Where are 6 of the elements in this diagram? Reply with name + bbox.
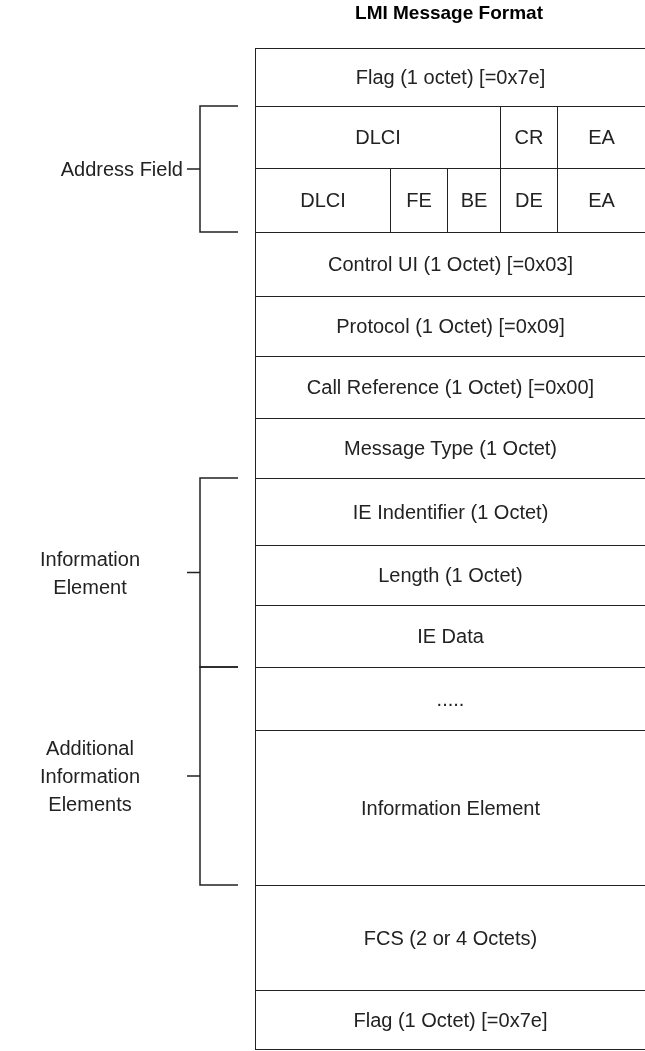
bracket-label: Additional Information Elements bbox=[38, 736, 142, 817]
bracket-label: Information Element bbox=[38, 546, 142, 600]
diagram-title: LMI Message Format bbox=[354, 2, 544, 24]
bracket-label: Address Field bbox=[60, 157, 183, 182]
field-cell: Flag (1 octet) [=0x7e] bbox=[255, 48, 645, 107]
field-cell: Flag (1 Octet) [=0x7e] bbox=[255, 990, 645, 1050]
